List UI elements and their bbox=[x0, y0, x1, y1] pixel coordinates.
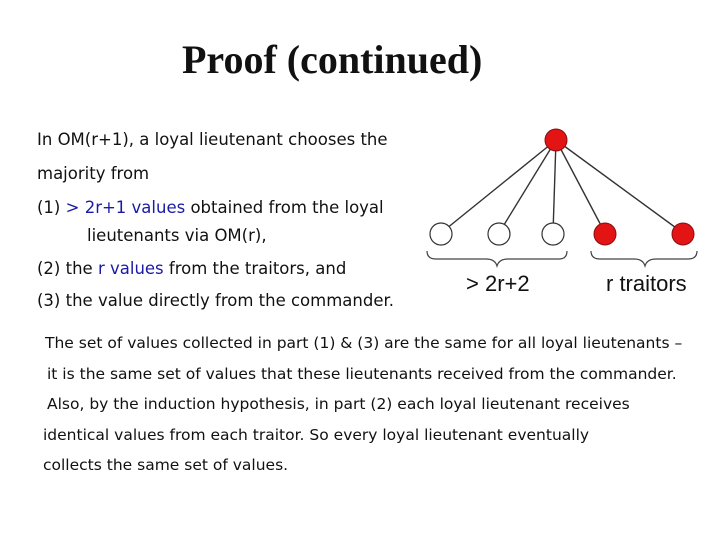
intro-line-1: In OM(r+1), a loyal lieutenant chooses t… bbox=[37, 130, 388, 149]
item-2-suffix: from the traitors, and bbox=[163, 259, 347, 278]
item-2-highlight: r values bbox=[97, 259, 164, 278]
loyal-node-3 bbox=[541, 222, 565, 246]
summary-line-1: The set of values collected in part (1) … bbox=[45, 334, 683, 352]
edge-1 bbox=[440, 139, 557, 234]
loyal-brace bbox=[426, 250, 568, 269]
traitor-node-2 bbox=[671, 222, 695, 246]
edge-2 bbox=[498, 139, 557, 234]
traitor-brace bbox=[590, 250, 698, 269]
intro-line-2: majority from bbox=[37, 164, 150, 183]
item-2-prefix: (2) the bbox=[37, 259, 98, 278]
edge-4 bbox=[555, 139, 606, 234]
summary-line-3: Also, by the induction hypothesis, in pa… bbox=[47, 395, 630, 413]
traitor-node-1 bbox=[593, 222, 617, 246]
loyal-node-2 bbox=[487, 222, 511, 246]
loyal-group-label: > 2r+2 bbox=[466, 271, 530, 296]
traitor-group-label: r traitors bbox=[606, 271, 687, 296]
edge-3 bbox=[552, 139, 557, 234]
item-1-prefix: (1) bbox=[37, 198, 66, 217]
page-title: Proof (continued) bbox=[182, 37, 483, 82]
item-1-suffix: obtained from the loyal bbox=[185, 198, 384, 217]
edge-5 bbox=[555, 139, 684, 234]
item-3: (3) the value directly from the commande… bbox=[37, 291, 395, 310]
summary-line-2: it is the same set of values that these … bbox=[47, 365, 677, 383]
summary-line-4: identical values from each traitor. So e… bbox=[43, 426, 590, 444]
item-1: (1) > 2r+1 values obtained from the loya… bbox=[37, 198, 384, 218]
item-2: (2) the r values from the traitors, and bbox=[37, 259, 346, 279]
item-1-highlight: > 2r+1 values bbox=[65, 198, 186, 217]
loyal-node-1 bbox=[429, 222, 453, 246]
summary-line-5: collects the same set of values. bbox=[43, 456, 289, 474]
commander-node bbox=[544, 128, 568, 152]
item-1-continuation: lieutenants via OM(r), bbox=[87, 226, 267, 245]
